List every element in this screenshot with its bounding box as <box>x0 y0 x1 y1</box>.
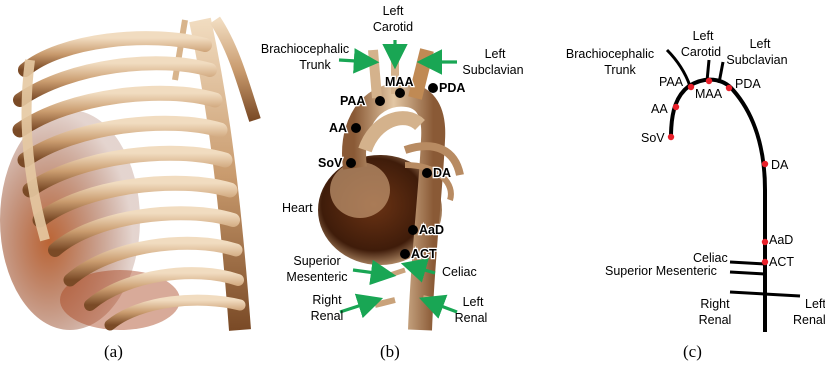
c-label-da: DA <box>771 158 789 172</box>
branch-renal <box>730 292 800 296</box>
panel-c-centerline-schematic: Brachiocephalic Trunk Left Carotid Left … <box>555 0 825 371</box>
dot-aad <box>762 239 768 245</box>
c-label-brachiocephalic-2: Trunk <box>604 63 636 77</box>
c-label-maa: MAA <box>695 87 723 101</box>
label-right-renal-1: Right <box>312 293 342 307</box>
landmark-dots <box>668 78 768 265</box>
label-maa: MAA <box>385 75 413 89</box>
label-aa: AA <box>329 121 347 135</box>
c-label-left-renal-1: Left <box>805 297 825 311</box>
c-label-right-renal-1: Right <box>700 297 730 311</box>
branch-superior-mesenteric <box>730 272 765 274</box>
label-left-carotid-1: Left <box>383 4 404 18</box>
c-label-left-carotid-1: Left <box>693 29 714 43</box>
label-superior-mesenteric-2: Mesenteric <box>286 270 347 284</box>
point-pda <box>428 83 438 93</box>
label-sov: SoV <box>318 156 343 170</box>
label-right-renal-2: Renal <box>311 309 344 323</box>
dot-maa <box>706 78 712 84</box>
label-heart: Heart <box>282 201 313 215</box>
arrow-brachiocephalic <box>339 60 373 62</box>
label-brachiocephalic-2: Trunk <box>299 58 331 72</box>
c-label-brachiocephalic-1: Brachiocephalic <box>566 47 654 61</box>
point-paa <box>375 96 385 106</box>
panel-a-ribcage-render: (a) <box>0 0 265 371</box>
dot-paa <box>688 84 694 90</box>
label-paa: PAA <box>340 94 365 108</box>
caption-b: (b) <box>380 342 400 362</box>
ribcage-volume-image <box>0 0 265 340</box>
c-label-superior-mesenteric: Superior Mesenteric <box>605 264 717 278</box>
c-label-act: ACT <box>769 255 794 269</box>
arrow-superior-mesenteric <box>353 270 390 275</box>
c-label-pda: PDA <box>735 77 761 91</box>
c-label-right-renal-2: Renal <box>699 313 732 327</box>
label-da: DA <box>433 166 451 180</box>
branch-celiac <box>730 262 765 264</box>
c-label-aa: AA <box>651 102 668 116</box>
label-act: ACT <box>411 247 437 261</box>
dot-da <box>762 161 768 167</box>
point-sov <box>346 158 356 168</box>
dot-pda <box>726 85 732 91</box>
label-left-subclavian-1: Left <box>485 47 506 61</box>
c-label-aad: AaD <box>769 233 793 247</box>
dot-sov <box>668 134 674 140</box>
label-left-carotid-2: Carotid <box>373 20 413 34</box>
c-label-left-renal-2: Renal <box>793 313 825 327</box>
label-left-subclavian-2: Subclavian <box>462 63 523 77</box>
label-aad: AaD <box>419 223 444 237</box>
c-label-sov: SoV <box>641 131 665 145</box>
c-label-left-carotid-2: Carotid <box>681 45 721 59</box>
panel-b-annotated-aorta: Left Carotid Brachiocephalic Trunk Left … <box>255 0 540 371</box>
point-maa <box>395 88 405 98</box>
c-label-left-subclavian-1: Left <box>750 37 771 51</box>
c-label-celiac: Celiac <box>693 251 728 265</box>
label-pda: PDA <box>439 81 465 95</box>
c-label-paa: PAA <box>659 75 684 89</box>
dot-act <box>762 259 768 265</box>
label-left-renal-2: Renal <box>455 311 488 325</box>
c-label-left-subclavian-2: Subclavian <box>726 53 787 67</box>
point-aa <box>351 123 361 133</box>
centerline-diagram: Brachiocephalic Trunk Left Carotid Left … <box>555 0 825 340</box>
label-superior-mesenteric-1: Superior <box>293 254 340 268</box>
arrow-right-renal <box>340 300 377 312</box>
caption-c: (c) <box>683 342 702 362</box>
point-act <box>400 249 410 259</box>
point-aad <box>408 225 418 235</box>
point-da <box>422 168 432 178</box>
label-left-renal-1: Left <box>463 295 484 309</box>
caption-a: (a) <box>104 342 123 362</box>
label-brachiocephalic-1: Brachiocephalic <box>261 42 349 56</box>
aorta-render-annotated: Left Carotid Brachiocephalic Trunk Left … <box>255 0 540 340</box>
label-celiac: Celiac <box>442 265 477 279</box>
dot-aa <box>673 104 679 110</box>
